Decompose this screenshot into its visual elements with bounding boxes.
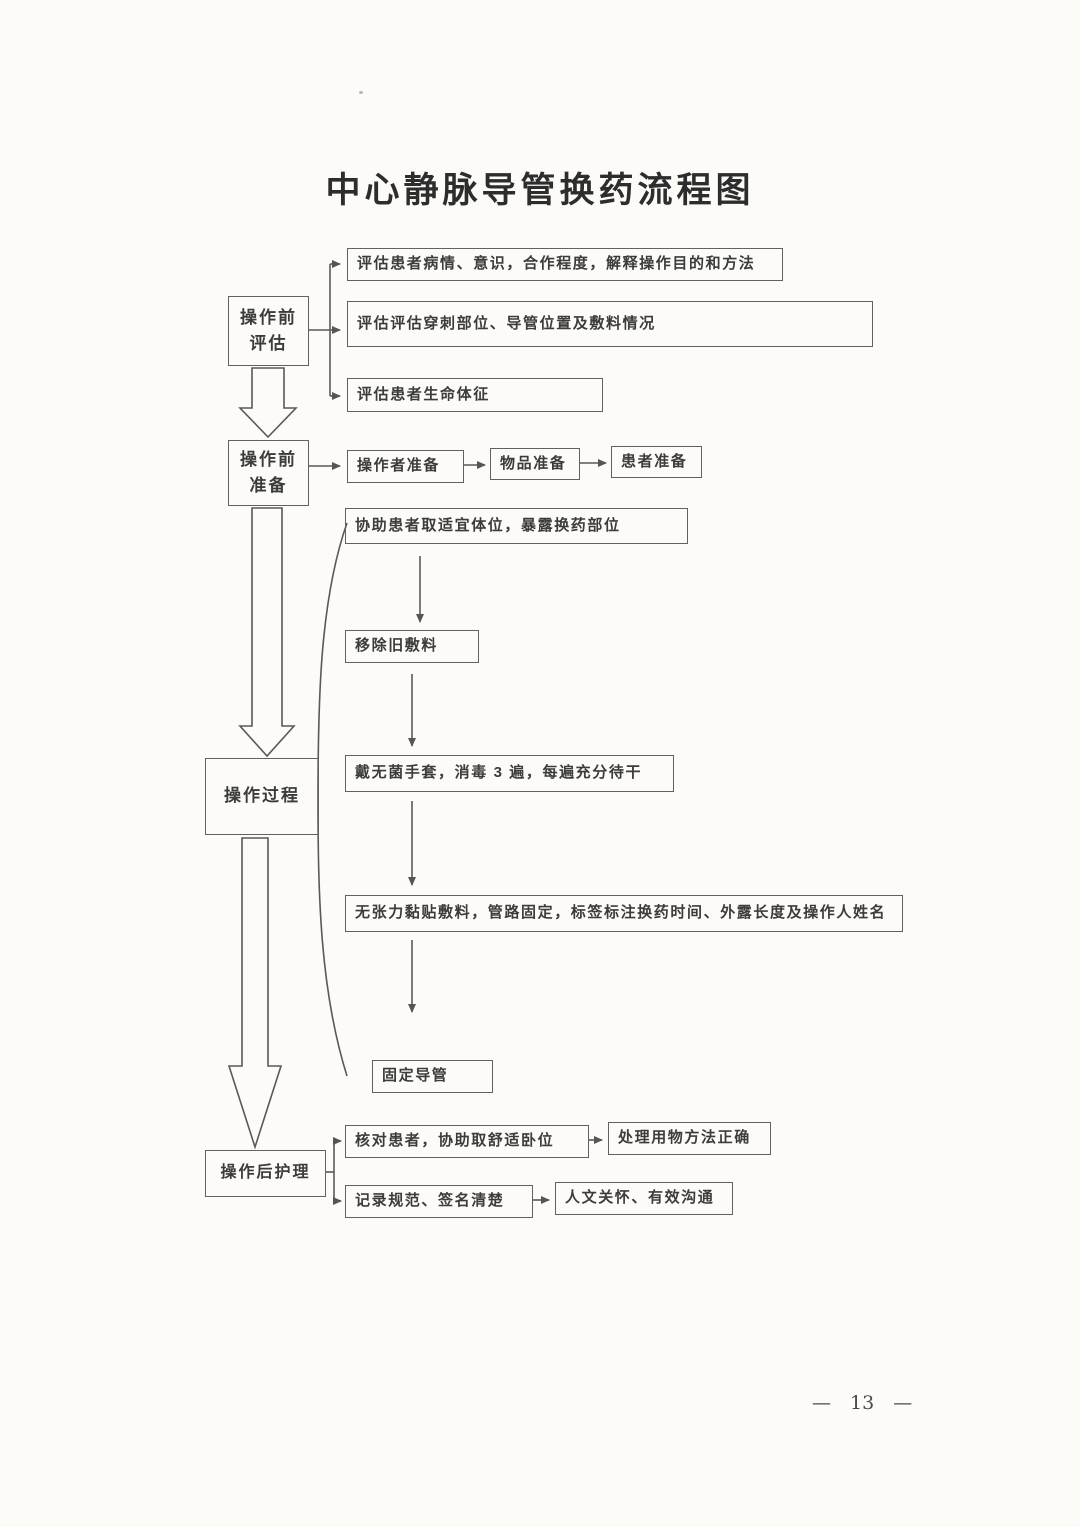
assess-step-site: 评估评估穿刺部位、导管位置及敷料情况 [347, 301, 873, 347]
postcare-branch-lines [326, 1136, 603, 1205]
stage-operation-process: 操作过程 [205, 758, 319, 835]
block-arrow-assess-to-prepare [238, 367, 298, 439]
process-step-remove-dressing: 移除旧敷料 [345, 630, 479, 663]
process-step-apply-dressing: 无张力黏贴敷料，管路固定，标签标注换药时间、外露长度及操作人姓名 [345, 895, 903, 932]
stage-pre-assessment-line2: 评估 [249, 334, 288, 353]
assess-step-vitals: 评估患者生命体征 [347, 378, 603, 412]
prepare-row-arrows [309, 459, 607, 470]
process-bracket-curve [317, 522, 348, 1077]
prepare-operator-box: 操作者准备 [347, 450, 464, 483]
stage-pre-assessment-line1: 操作前 [240, 307, 297, 327]
prepare-items-box: 物品准备 [490, 448, 580, 480]
process-step-fix-catheter: 固定导管 [372, 1060, 493, 1093]
postcare-check-patient-box: 核对患者，协助取舒适卧位 [345, 1125, 589, 1158]
stage-pre-preparation: 操作前 准备 [228, 440, 309, 506]
scan-speck [359, 91, 363, 94]
assess-step-condition: 评估患者病情、意识，合作程度，解释操作目的和方法 [347, 248, 783, 281]
page-title: 中心静脉导管换药流程图 [325, 171, 755, 210]
postcare-communication-box: 人文关怀、有效沟通 [555, 1182, 733, 1215]
process-step-position: 协助患者取适宜体位，暴露换药部位 [345, 508, 688, 544]
process-chain-arrows [408, 556, 424, 1013]
stage-post-care: 操作后护理 [205, 1150, 326, 1197]
postcare-handle-items-box: 处理用物方法正确 [608, 1122, 771, 1155]
footer-dash-right: — [893, 1392, 913, 1414]
process-step-disinfect: 戴无菌手套，消毒 3 遍，每遍充分待干 [345, 755, 674, 792]
footer-dash-left: — [812, 1392, 831, 1414]
stage-operation-process-label: 操作过程 [224, 786, 300, 806]
stage-pre-preparation-line2: 准备 [249, 476, 288, 495]
postcare-record-box: 记录规范、签名清楚 [345, 1185, 533, 1218]
assess-branch-lines [309, 260, 341, 400]
footer-page-number: 13 [850, 1392, 875, 1414]
stage-pre-preparation-line1: 操作前 [240, 449, 297, 469]
stage-post-care-label: 操作后护理 [220, 1164, 311, 1182]
block-arrow-prepare-to-process [238, 507, 296, 758]
stage-pre-assessment: 操作前 评估 [228, 296, 309, 366]
block-arrow-process-to-postcare [227, 837, 283, 1150]
prepare-patient-box: 患者准备 [611, 446, 702, 478]
page-footer: — 13 — [812, 1392, 912, 1414]
